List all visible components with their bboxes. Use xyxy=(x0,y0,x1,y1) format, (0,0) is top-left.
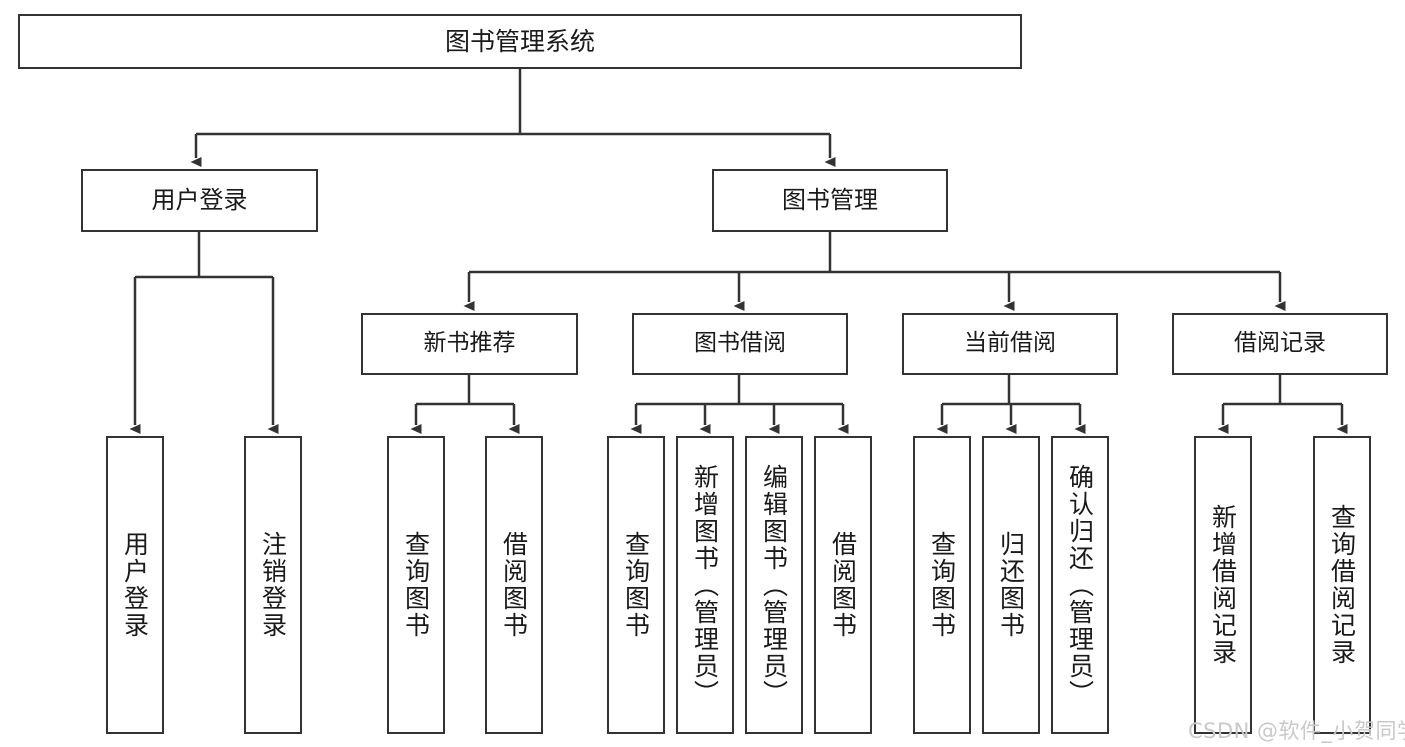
leaf-label: 新增借阅记录 xyxy=(1208,504,1238,666)
node-new-book-recommend-label: 新书推荐 xyxy=(423,330,516,357)
leaf-new-book-query-book[interactable]: 查询图书 xyxy=(387,436,445,734)
node-book-management[interactable]: 图书管理 xyxy=(712,169,948,232)
node-root-book-management-system[interactable]: 图书管理系统 xyxy=(18,14,1022,69)
leaf-label: 查询图书 xyxy=(621,531,651,639)
leaf-label: 查询图书 xyxy=(927,531,957,639)
leaf-label: 查询图书 xyxy=(401,531,431,639)
leaf-user-login-logout[interactable]: 注销登录 xyxy=(244,436,302,734)
leaf-current-borrow-return-book[interactable]: 归还图书 xyxy=(982,436,1040,734)
node-user-login-label: 用户登录 xyxy=(151,186,248,215)
leaf-label: 编辑图书（管理员） xyxy=(759,463,789,707)
leaf-current-borrow-query-book[interactable]: 查询图书 xyxy=(913,436,971,734)
leaf-label: 新增图书（管理员） xyxy=(690,463,720,707)
node-current-borrow-label: 当前借阅 xyxy=(964,330,1056,357)
leaf-borrow-record-add-record[interactable]: 新增借阅记录 xyxy=(1194,436,1252,734)
leaf-label: 用户登录 xyxy=(120,531,150,639)
node-user-login[interactable]: 用户登录 xyxy=(81,169,318,232)
leaf-user-login-login[interactable]: 用户登录 xyxy=(106,436,164,734)
leaf-book-borrow-query-book[interactable]: 查询图书 xyxy=(607,436,665,734)
leaf-label: 归还图书 xyxy=(996,531,1026,639)
node-book-management-label: 图书管理 xyxy=(782,186,878,215)
leaf-current-borrow-confirm-return-admin[interactable]: 确认归还（管理员） xyxy=(1051,436,1109,734)
node-book-borrow-label: 图书借阅 xyxy=(694,330,786,357)
node-borrow-record[interactable]: 借阅记录 xyxy=(1172,313,1388,375)
leaf-borrow-record-query-record[interactable]: 查询借阅记录 xyxy=(1313,436,1371,734)
node-root-label: 图书管理系统 xyxy=(444,26,595,56)
node-new-book-recommend[interactable]: 新书推荐 xyxy=(361,313,578,375)
leaf-label: 查询借阅记录 xyxy=(1327,504,1357,666)
node-current-borrow[interactable]: 当前借阅 xyxy=(902,313,1118,375)
node-book-borrow[interactable]: 图书借阅 xyxy=(632,313,848,375)
leaf-new-book-borrow-book[interactable]: 借阅图书 xyxy=(485,436,543,734)
leaf-book-borrow-edit-book-admin[interactable]: 编辑图书（管理员） xyxy=(745,436,803,734)
node-borrow-record-label: 借阅记录 xyxy=(1234,330,1326,357)
leaf-book-borrow-borrow-book[interactable]: 借阅图书 xyxy=(814,436,872,734)
leaf-book-borrow-add-book-admin[interactable]: 新增图书（管理员） xyxy=(676,436,734,734)
leaf-label: 借阅图书 xyxy=(828,531,858,639)
leaf-label: 借阅图书 xyxy=(499,531,529,639)
leaf-label: 注销登录 xyxy=(258,531,288,639)
leaf-label: 确认归还（管理员） xyxy=(1065,463,1095,707)
